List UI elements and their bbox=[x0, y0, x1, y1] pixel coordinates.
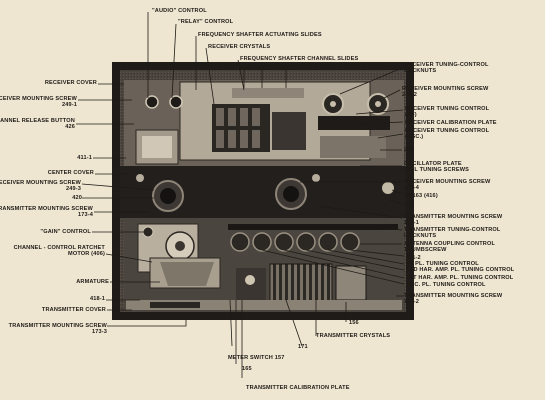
label-165: 165 bbox=[242, 366, 252, 372]
label-transmitter-tuning-control-locknuts: TRANSMITTER TUNING-CONTROL LOCKNUTS bbox=[404, 227, 501, 240]
label-armature: ARMATURE bbox=[76, 279, 109, 285]
leader-lines bbox=[76, 12, 405, 378]
label-channel-control-ratchet-motor: CHANNEL - CONTROL RATCHET MOTOR (406) bbox=[13, 245, 105, 258]
label-audio-control: "AUDIO" CONTROL bbox=[152, 8, 207, 14]
label-receiver-tuning-control-rf: RECEIVER TUNING CONTROL (RF) bbox=[405, 106, 490, 119]
label-receiver-tuning-control-locknuts: RECEIVER TUNING-CONTROL LOCKNUTS bbox=[404, 62, 489, 75]
label-transmitter-mounting-screw-173-4: TRANSMITTER MOUNTING SCREW 173-4 bbox=[0, 206, 93, 219]
label-oscillator-plate-coil: OSCILLATOR PLATE COIL TUNING SCREWS bbox=[404, 161, 470, 174]
label-2nd-har-amp: 2ND HAR. AMP. PL. TUNING CONTROL bbox=[406, 267, 515, 273]
label-transmitter-crystals: TRANSMITTER CRYSTALS bbox=[316, 333, 391, 339]
label-receiver-crystals: RECEIVER CRYSTALS bbox=[208, 44, 271, 50]
label-1st-har-amp: 1ST HAR. AMP. PL. TUNING CONTROL bbox=[406, 275, 514, 281]
label-246: 246 bbox=[240, 66, 250, 72]
label-286-right: 286 bbox=[404, 147, 414, 153]
label-transmitter-mounting-screw-173-1: TRANSMITTER MOUNTING SCREW 173-1 bbox=[404, 214, 503, 227]
label-receiver-cover: RECEIVER COVER bbox=[44, 80, 97, 86]
label-freq-shafter-slides: FREQUENCY SHAFTER ACTUATING SLIDES bbox=[198, 32, 322, 38]
label-transmitter-mounting-screw-173-2: TRANSMITTER MOUNTING SCREW 173-2 bbox=[404, 293, 503, 306]
label-channel-release-button: CHANNEL RELEASE BUTTON 426 bbox=[0, 118, 75, 131]
label-receiver-mounting-screw-249-4: RECEIVER MOUNTING SCREW 249-4 bbox=[404, 179, 491, 192]
label-transmitter-cover: TRANSMITTER COVER bbox=[41, 307, 106, 313]
label-freq-shafter-channel-slides: FREQUENCY SHAFTER CHANNEL SLIDES bbox=[240, 56, 359, 62]
label-411-2: 411-2 bbox=[406, 255, 421, 261]
label-receiver-mounting-screw-249-3: RECEIVER MOUNTING SCREW 249-3 bbox=[0, 180, 81, 193]
label-286-top: 286 bbox=[280, 66, 290, 72]
label-171: 171 bbox=[298, 344, 308, 350]
label-pa-pl-tuning: PA PL. TUNING CONTROL bbox=[406, 261, 479, 267]
label-418-1: 418-1 bbox=[89, 296, 105, 302]
label-transmitter-calibration-plate: TRANSMITTER CALIBRATION PLATE bbox=[246, 385, 350, 391]
label-receiver-calibration-plate: RECEIVER CALIBRATION PLATE bbox=[405, 120, 497, 126]
label-156: 156 bbox=[349, 320, 359, 326]
label-420: 420 bbox=[72, 195, 82, 201]
label-receiver-tuning-control-osc: RECEIVER TUNING CONTROL (OSC.) bbox=[405, 128, 490, 141]
label-gain-control: "GAIN" CONTROL bbox=[40, 229, 91, 235]
label-receiver-mounting-screw-249-2: RECEIVER MOUNTING SCREW 249-2 bbox=[402, 86, 489, 99]
chassis-body bbox=[112, 62, 414, 320]
label-relay-control: "RELAY" CONTROL bbox=[178, 19, 234, 25]
label-antenna-coupling-control: ANTENNA COUPLING CONTROL THUMBSCREW bbox=[404, 241, 496, 254]
label-transmitter-mounting-screw-173-3: TRANSMITTER MOUNTING SCREW 173-3 bbox=[8, 323, 107, 336]
label-411-1: 411-1 bbox=[77, 155, 92, 161]
label-166: 166 bbox=[256, 66, 266, 72]
label-417: 417 bbox=[404, 202, 414, 208]
label-meter-switch: METER SWITCH 157 bbox=[228, 355, 285, 361]
label-90-163: 90-163 (416) bbox=[404, 193, 438, 199]
label-center-cover: CENTER COVER bbox=[47, 170, 94, 176]
label-receiver-mounting-screw-249-1: RECEIVER MOUNTING SCREW 249-1 bbox=[0, 96, 77, 109]
label-osc-pl-tuning: OSC. PL. TUNING CONTROL bbox=[406, 282, 486, 288]
